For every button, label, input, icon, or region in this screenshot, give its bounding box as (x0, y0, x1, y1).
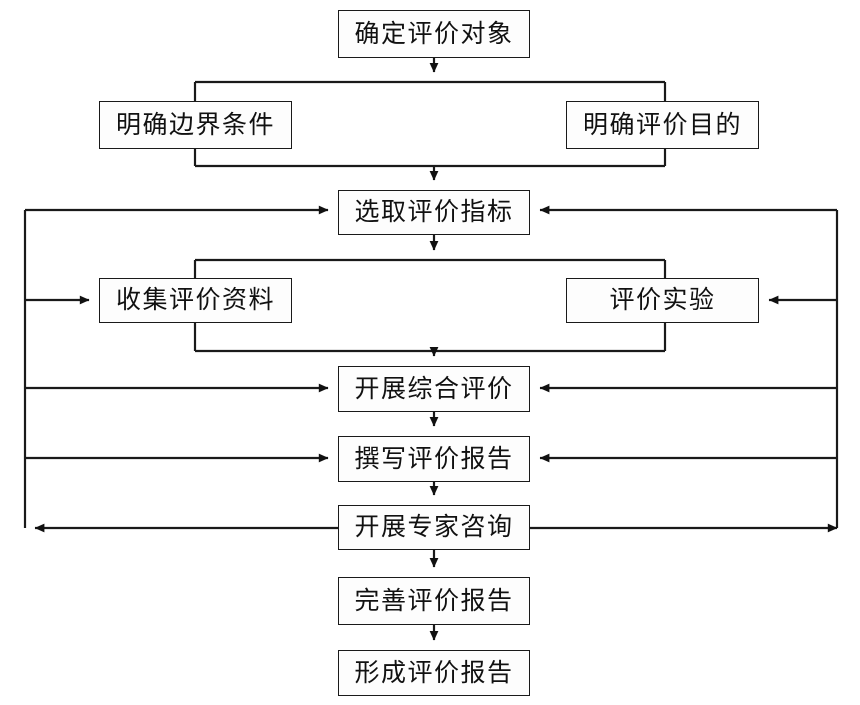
node-evaluation-experiment[interactable]: 评价实验 (566, 278, 759, 323)
node-label: 明确边界条件 (115, 111, 275, 139)
node-improve-evaluation-report[interactable]: 完善评价报告 (338, 577, 530, 625)
node-label: 确定评价对象 (354, 20, 514, 48)
node-label: 形成评价报告 (354, 659, 514, 687)
node-label: 撰写评价报告 (354, 445, 514, 473)
node-conduct-comprehensive-evaluation[interactable]: 开展综合评价 (338, 366, 530, 412)
node-conduct-expert-consultation[interactable]: 开展专家咨询 (338, 505, 530, 550)
node-select-evaluation-indicators[interactable]: 选取评价指标 (338, 190, 530, 235)
node-determine-evaluation-object[interactable]: 确定评价对象 (338, 10, 530, 58)
node-collect-evaluation-data[interactable]: 收集评价资料 (99, 278, 292, 323)
node-label: 开展综合评价 (354, 375, 514, 403)
node-label: 评价实验 (609, 287, 716, 314)
node-label: 明确评价目的 (582, 111, 742, 139)
node-label: 开展专家咨询 (354, 514, 514, 541)
node-label: 完善评价报告 (354, 587, 514, 615)
node-clarify-boundary-conditions[interactable]: 明确边界条件 (99, 101, 292, 149)
node-clarify-evaluation-purpose[interactable]: 明确评价目的 (566, 101, 759, 149)
node-label: 选取评价指标 (354, 199, 514, 226)
node-write-evaluation-report[interactable]: 撰写评价报告 (338, 436, 530, 482)
node-label: 收集评价资料 (115, 287, 275, 314)
node-form-evaluation-report[interactable]: 形成评价报告 (338, 650, 530, 696)
